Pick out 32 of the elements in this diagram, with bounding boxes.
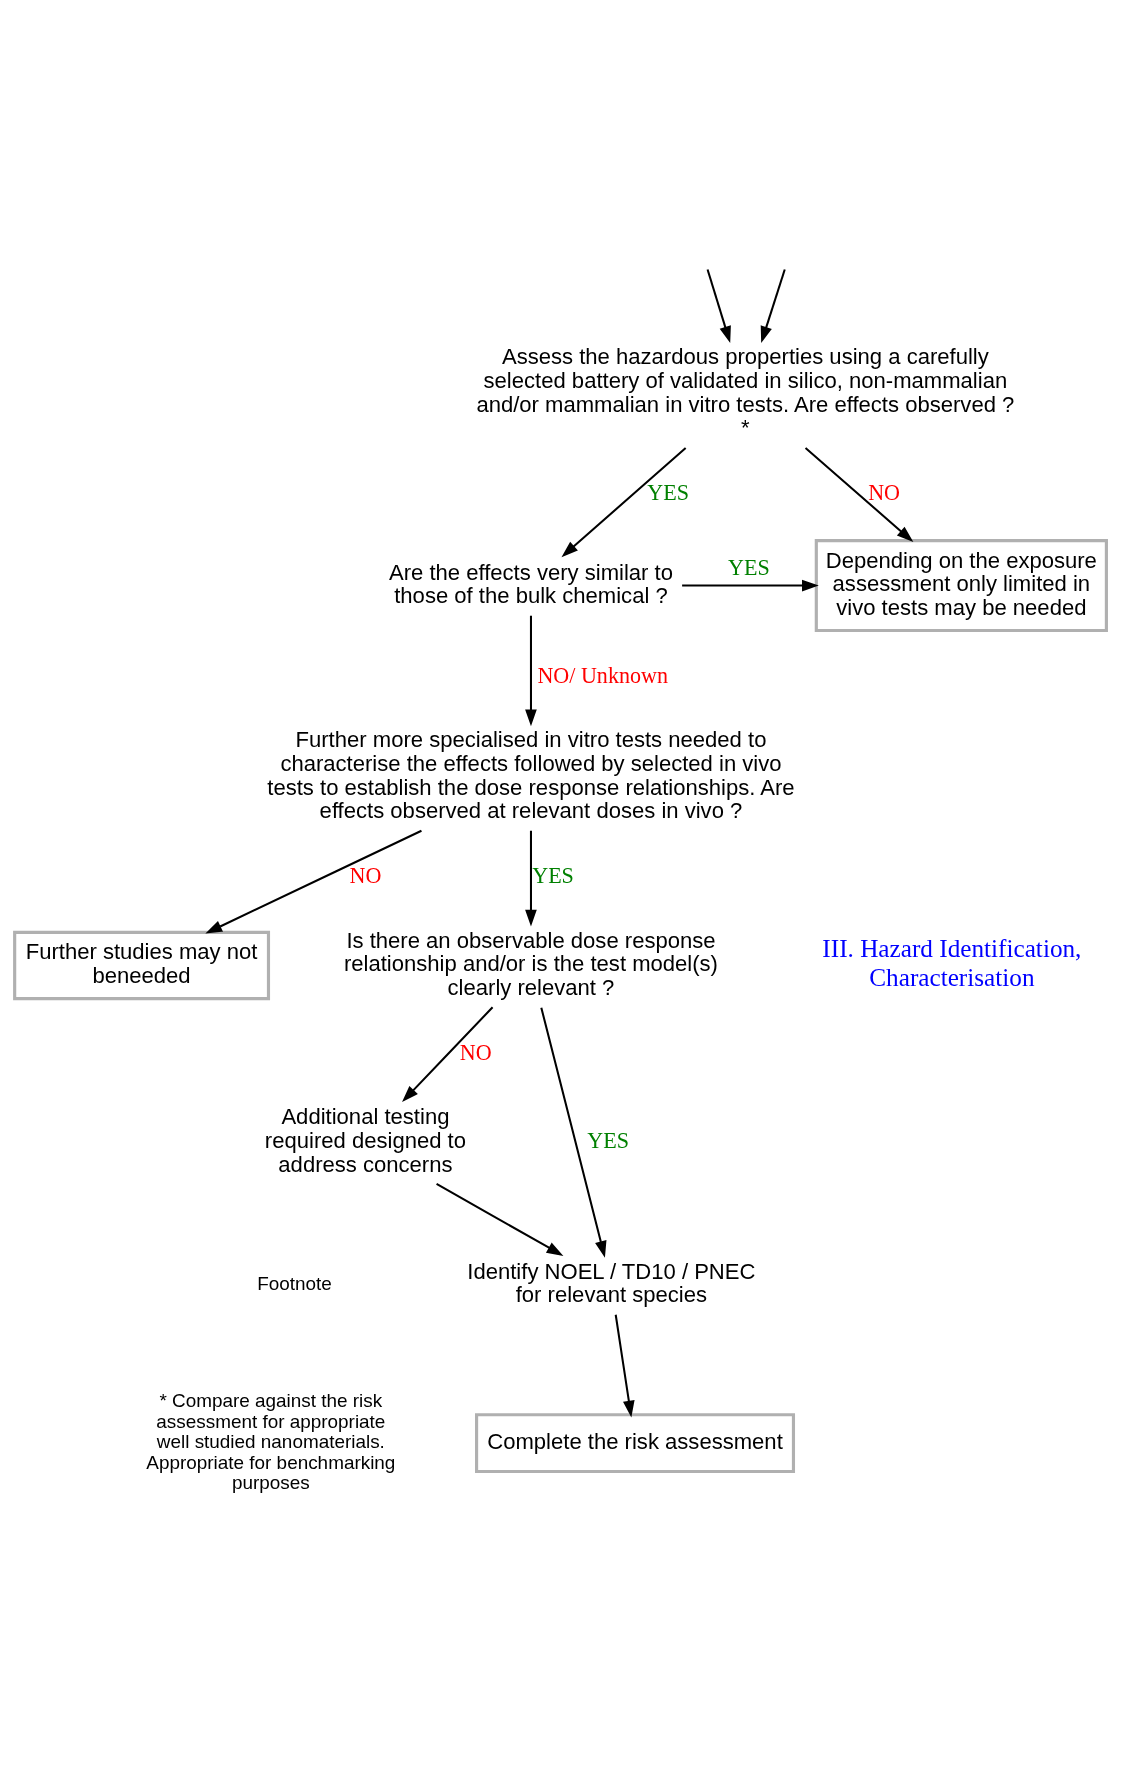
edge-label: YES <box>728 554 770 580</box>
label: Footnote <box>257 1272 332 1294</box>
node-text: Further more specialised in vitro tests needed to characterise the effects followed by selected in vivo tests to establish the dose response relationships. Are effects observed at relevant doses in vivo ? <box>267 727 795 824</box>
arrow <box>682 579 819 592</box>
node-box: Further studies may not beneeded <box>13 930 271 1001</box>
arrow <box>540 1007 607 1258</box>
arrow <box>804 447 914 543</box>
node-text: Are the effects very similar to those of the bulk chemical ? <box>388 559 673 609</box>
arrow <box>205 829 422 934</box>
node-text: Additional testing required designed to address concerns <box>264 1104 467 1177</box>
edge-label: NO <box>459 1039 492 1065</box>
arrow <box>525 615 537 727</box>
node-text: Is there an observable dose response relationship and/or is the test model(s) clearly relevant ? <box>343 927 718 1000</box>
label: * Compare against the risk assessment for appropriate well studied nanomaterials. Appropriate for benchmarking purposes <box>146 1390 396 1494</box>
arrow <box>402 1006 494 1103</box>
edge-label: YES <box>587 1127 630 1153</box>
edge-label: YES <box>532 863 574 889</box>
edge-label: NO <box>349 863 382 889</box>
arrow <box>760 269 786 344</box>
arrow <box>436 1183 564 1256</box>
arrow <box>525 830 537 927</box>
arrow <box>614 1314 635 1418</box>
node-text: Assess the hazardous properties using a carefully selected battery of validated in silico, non-mammalian and/or mammalian in vitro tests. Are effects observed ? * <box>476 344 1015 441</box>
label: III. Hazard Identification, Characterisation <box>822 935 1082 991</box>
arrow <box>561 447 687 558</box>
edge-label: NO <box>868 479 901 505</box>
edge-label: NO/ Unknown <box>537 662 668 688</box>
node-text: Identify NOEL / TD10 / PNEC for relevant species <box>467 1258 756 1308</box>
node-box: Complete the risk assessment <box>475 1413 796 1474</box>
edge-label: YES <box>647 479 689 505</box>
arrow <box>706 269 731 344</box>
node-box: Depending on the exposure assessment only limited in vivo tests may be needed <box>814 539 1108 633</box>
